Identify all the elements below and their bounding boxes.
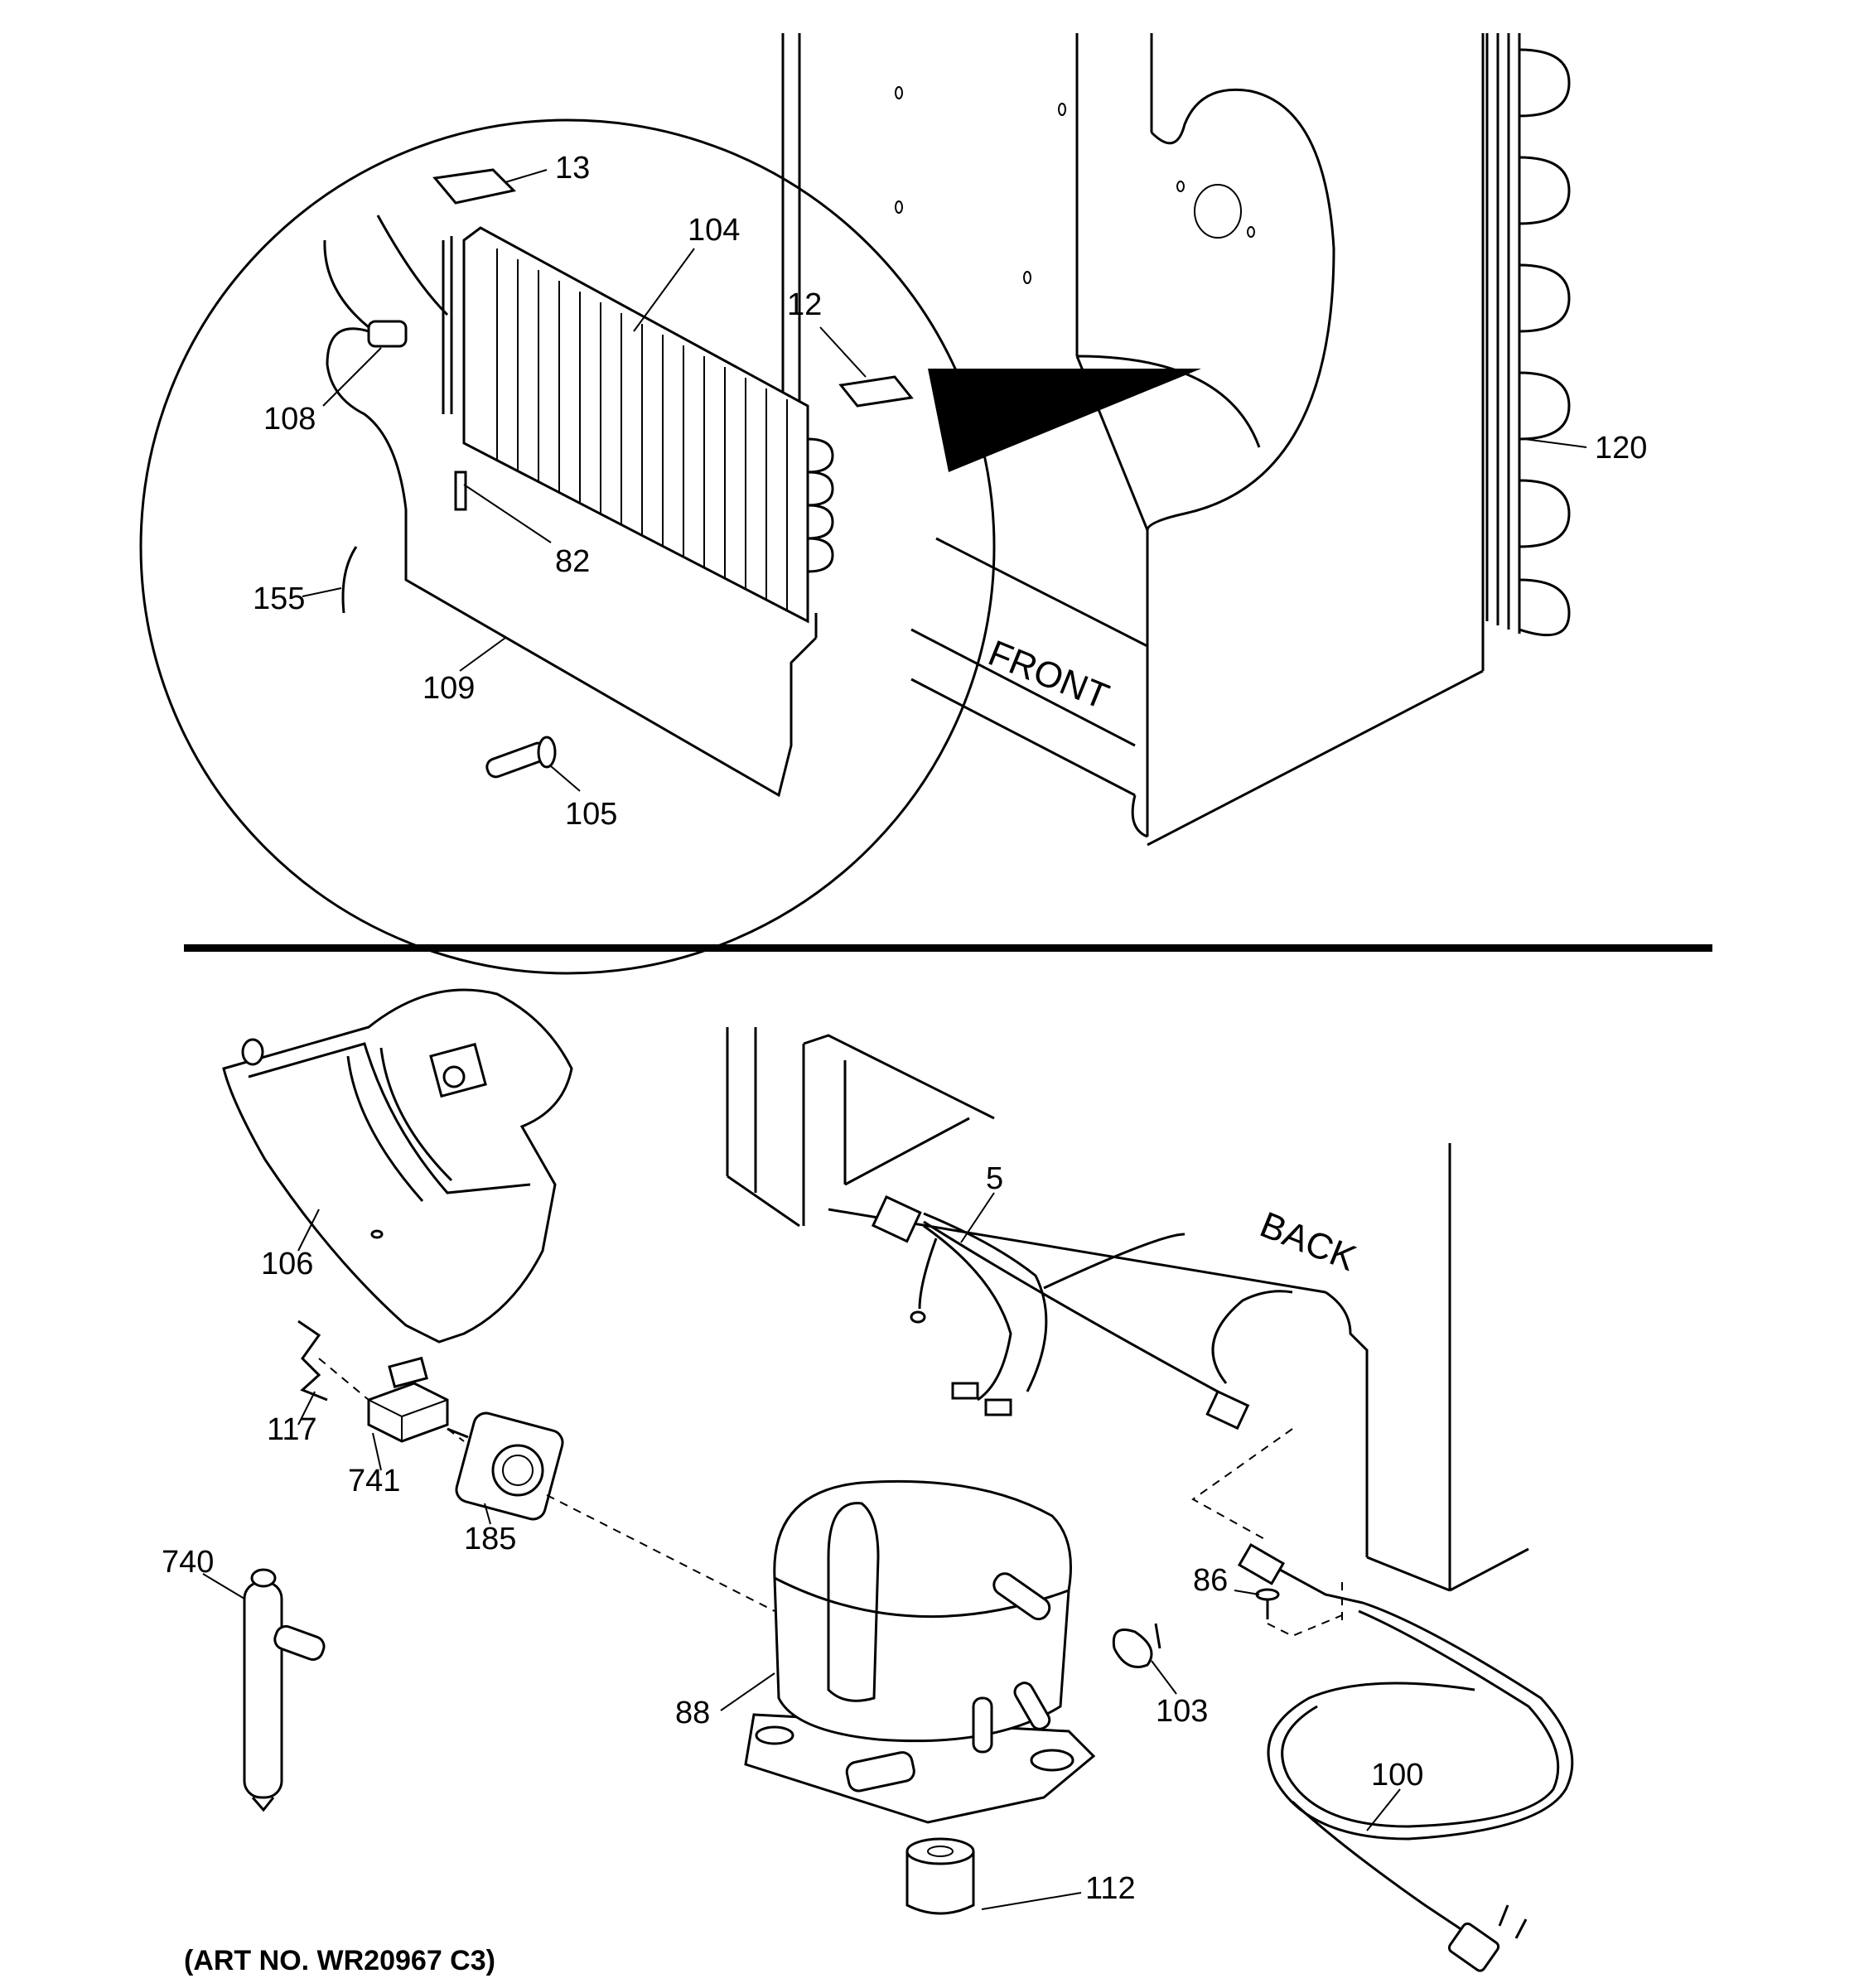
callout-100: 100 — [1371, 1758, 1423, 1793]
callout-740: 740 — [162, 1545, 214, 1580]
assembly-lines — [318, 1358, 1343, 1638]
bimetal-82 — [454, 470, 467, 511]
evaporator — [442, 226, 834, 638]
callout-155: 155 — [253, 581, 305, 616]
art-number: (ART NO. WR20967 C3) — [184, 1945, 495, 1976]
callout-12: 12 — [787, 287, 822, 322]
back-label: BACK — [1254, 1204, 1361, 1279]
wiring-harness — [871, 1195, 1293, 1431]
screw-86 — [1255, 1588, 1280, 1619]
front-label: FRONT — [983, 633, 1114, 717]
section-divider — [184, 944, 1712, 952]
cabinet-top: FRONT — [781, 33, 1485, 847]
jumper-155 — [341, 546, 358, 614]
pad-12 — [838, 375, 914, 408]
drain-pan — [222, 988, 573, 1344]
clip-117 — [297, 1320, 328, 1402]
relay-741 — [367, 1356, 449, 1443]
callout-120: 120 — [1595, 431, 1647, 466]
callout-112: 112 — [1085, 1871, 1136, 1906]
callout-108: 108 — [263, 402, 316, 437]
condenser-coil — [1485, 33, 1571, 637]
callout-117: 117 — [267, 1412, 317, 1447]
drier-740 — [243, 1568, 326, 1812]
callout-86: 86 — [1193, 1563, 1228, 1598]
compressor-88 — [744, 1479, 1096, 1824]
callout-106: 106 — [261, 1247, 313, 1281]
bottom-leaders — [202, 1192, 1401, 1910]
callout-109: 109 — [423, 671, 475, 706]
defrost-heater — [404, 509, 818, 798]
callout-741: 741 — [348, 1464, 400, 1498]
top-leaders — [302, 169, 1587, 792]
callout-82: 82 — [555, 544, 590, 579]
clip-103 — [1112, 1623, 1161, 1668]
pad-13 — [432, 168, 517, 205]
bushing-105 — [485, 736, 557, 779]
callout-88: 88 — [675, 1696, 710, 1730]
callout-5: 5 — [986, 1161, 1003, 1196]
detail-pointer — [928, 369, 1201, 472]
callout-103: 103 — [1156, 1694, 1208, 1729]
defrost-thermostat — [323, 215, 449, 510]
grommet-112 — [905, 1837, 975, 1915]
callout-185: 185 — [464, 1522, 516, 1556]
callout-105: 105 — [565, 797, 617, 832]
callout-104: 104 — [688, 213, 740, 248]
overload-185 — [447, 1411, 564, 1521]
power-cord — [1237, 1542, 1574, 1972]
detail-circle — [139, 118, 996, 975]
callout-13: 13 — [555, 151, 590, 186]
